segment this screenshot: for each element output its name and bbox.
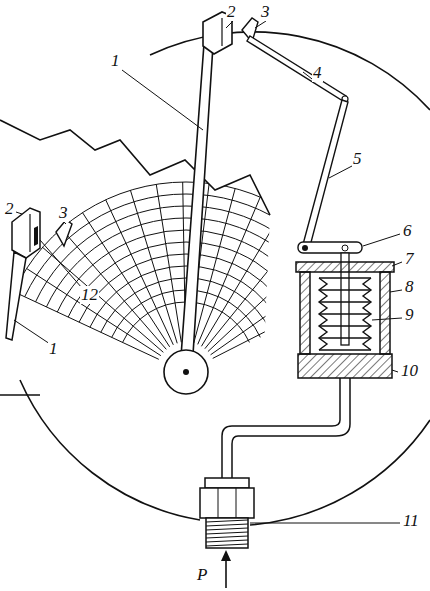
callout-number: 1: [48, 340, 59, 358]
leader-lines: [14, 21, 402, 523]
link-rod: [247, 36, 346, 101]
callout-number: 7: [404, 250, 415, 268]
case-outline: [20, 380, 200, 520]
callout-number: 5: [352, 150, 363, 168]
callout-number: 11: [402, 512, 420, 530]
face-break: [0, 120, 270, 215]
face-edge: [0, 394, 40, 396]
callout-number: 6: [402, 222, 413, 240]
pointer-hub: [164, 350, 208, 394]
tube: [222, 378, 340, 478]
case-outline: [150, 32, 430, 110]
callout-number: 8: [404, 278, 415, 296]
top-plate: [296, 262, 394, 272]
fitting-hex: [200, 488, 254, 518]
callout-number: 2: [4, 200, 15, 218]
pivot: [183, 369, 189, 375]
pointer: [180, 30, 214, 370]
inset-lever: [12, 208, 40, 258]
callout-number: 4: [312, 64, 323, 82]
callout-number: 2: [226, 3, 237, 21]
inset-pin: [56, 220, 72, 246]
callout-number: 9: [404, 306, 415, 324]
sector-lever: [302, 100, 348, 250]
bellows: [319, 278, 371, 350]
callout-number: 3: [260, 3, 271, 21]
callout-number: 12: [80, 286, 99, 304]
callout-number: 3: [58, 204, 69, 222]
housing-wall: [300, 272, 310, 354]
base: [298, 354, 392, 378]
fitting-thread: [206, 518, 248, 548]
housing-wall: [380, 272, 390, 354]
inset-pointer: [6, 252, 26, 340]
pressure-label: P: [196, 566, 208, 584]
callout-number: 1: [110, 52, 121, 70]
tube: [232, 378, 350, 478]
inset-slot: [34, 226, 38, 246]
connecting-link: [298, 242, 362, 253]
callout-number: 10: [400, 362, 419, 380]
fitting: [205, 478, 249, 488]
